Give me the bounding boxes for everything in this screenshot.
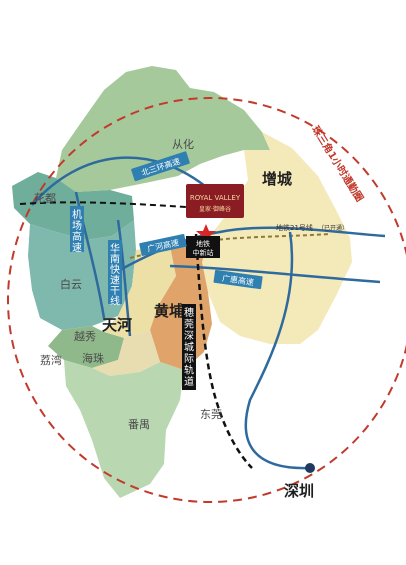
station-line1: 地铁 (196, 239, 210, 248)
project-name-latin: ROYAL VALLEY (190, 194, 241, 202)
label-haizhu: 海珠 (82, 351, 104, 365)
huangpu-region (150, 236, 212, 370)
watermark-text: 搜狐号@搜狐焦点韶关站 (222, 535, 376, 552)
station-box (186, 236, 220, 258)
tianhe-region (104, 246, 176, 338)
label-huanan: 华南快速干线 (108, 240, 122, 308)
project-star-icon (196, 224, 216, 243)
conghua-region (56, 66, 270, 192)
liwan-region (48, 326, 124, 368)
label-suiguan: 穗莞深城际轨道 (182, 304, 196, 390)
west-dashed-rail (19, 201, 201, 209)
svg-text:地铁21号线: 地铁21号线 (276, 223, 313, 232)
label-guanghe: 广河高速 (139, 233, 187, 256)
station-line2: 中新站 (193, 248, 214, 257)
label-jichang: 机场高速 (70, 206, 84, 254)
label-huanan-text: 华南快速干线 (110, 242, 120, 308)
label-baiyun: 白云 (60, 277, 82, 291)
label-conghua: 从化 (172, 137, 194, 151)
label-huadu: 花都 (34, 192, 56, 205)
label-zengcheng: 增城 (262, 170, 292, 188)
haizhu-region (92, 330, 160, 376)
label-guanghui: 广惠高速 (213, 269, 263, 290)
commute-circle (7, 97, 406, 503)
label-huangpu: 黄埔 (154, 302, 184, 320)
shenzhen-road (244, 231, 311, 470)
label-liwan: 荔湾 (40, 353, 62, 367)
label-suiguan-text: 穗莞深城际轨道 (184, 306, 194, 388)
zengcheng-region (202, 132, 352, 344)
jichang-road (74, 191, 106, 319)
panyu-region (64, 360, 184, 498)
label-jichang-text: 机场高速 (72, 208, 82, 254)
label-shenzhen: 深圳 (284, 482, 314, 500)
label-dongguan: 东莞 (200, 408, 222, 421)
svg-text:广惠高速: 广惠高速 (221, 273, 254, 287)
project-logo-box (186, 184, 244, 218)
shenzhen-marker (305, 463, 315, 473)
beisanhuan-road (31, 156, 211, 206)
project-name-cn: 皇家·御峰谷 (199, 205, 231, 213)
label-tianhe: 天河 (102, 316, 132, 334)
label-metro21: 地铁21号线 （已开通） (276, 223, 348, 232)
label-yuexiu: 越秀 (74, 329, 96, 343)
guanghui-road (169, 264, 381, 284)
label-panyu: 番禺 (128, 418, 150, 431)
huanan-road (116, 219, 132, 337)
svg-text:（已开通）: （已开通） (318, 224, 348, 232)
